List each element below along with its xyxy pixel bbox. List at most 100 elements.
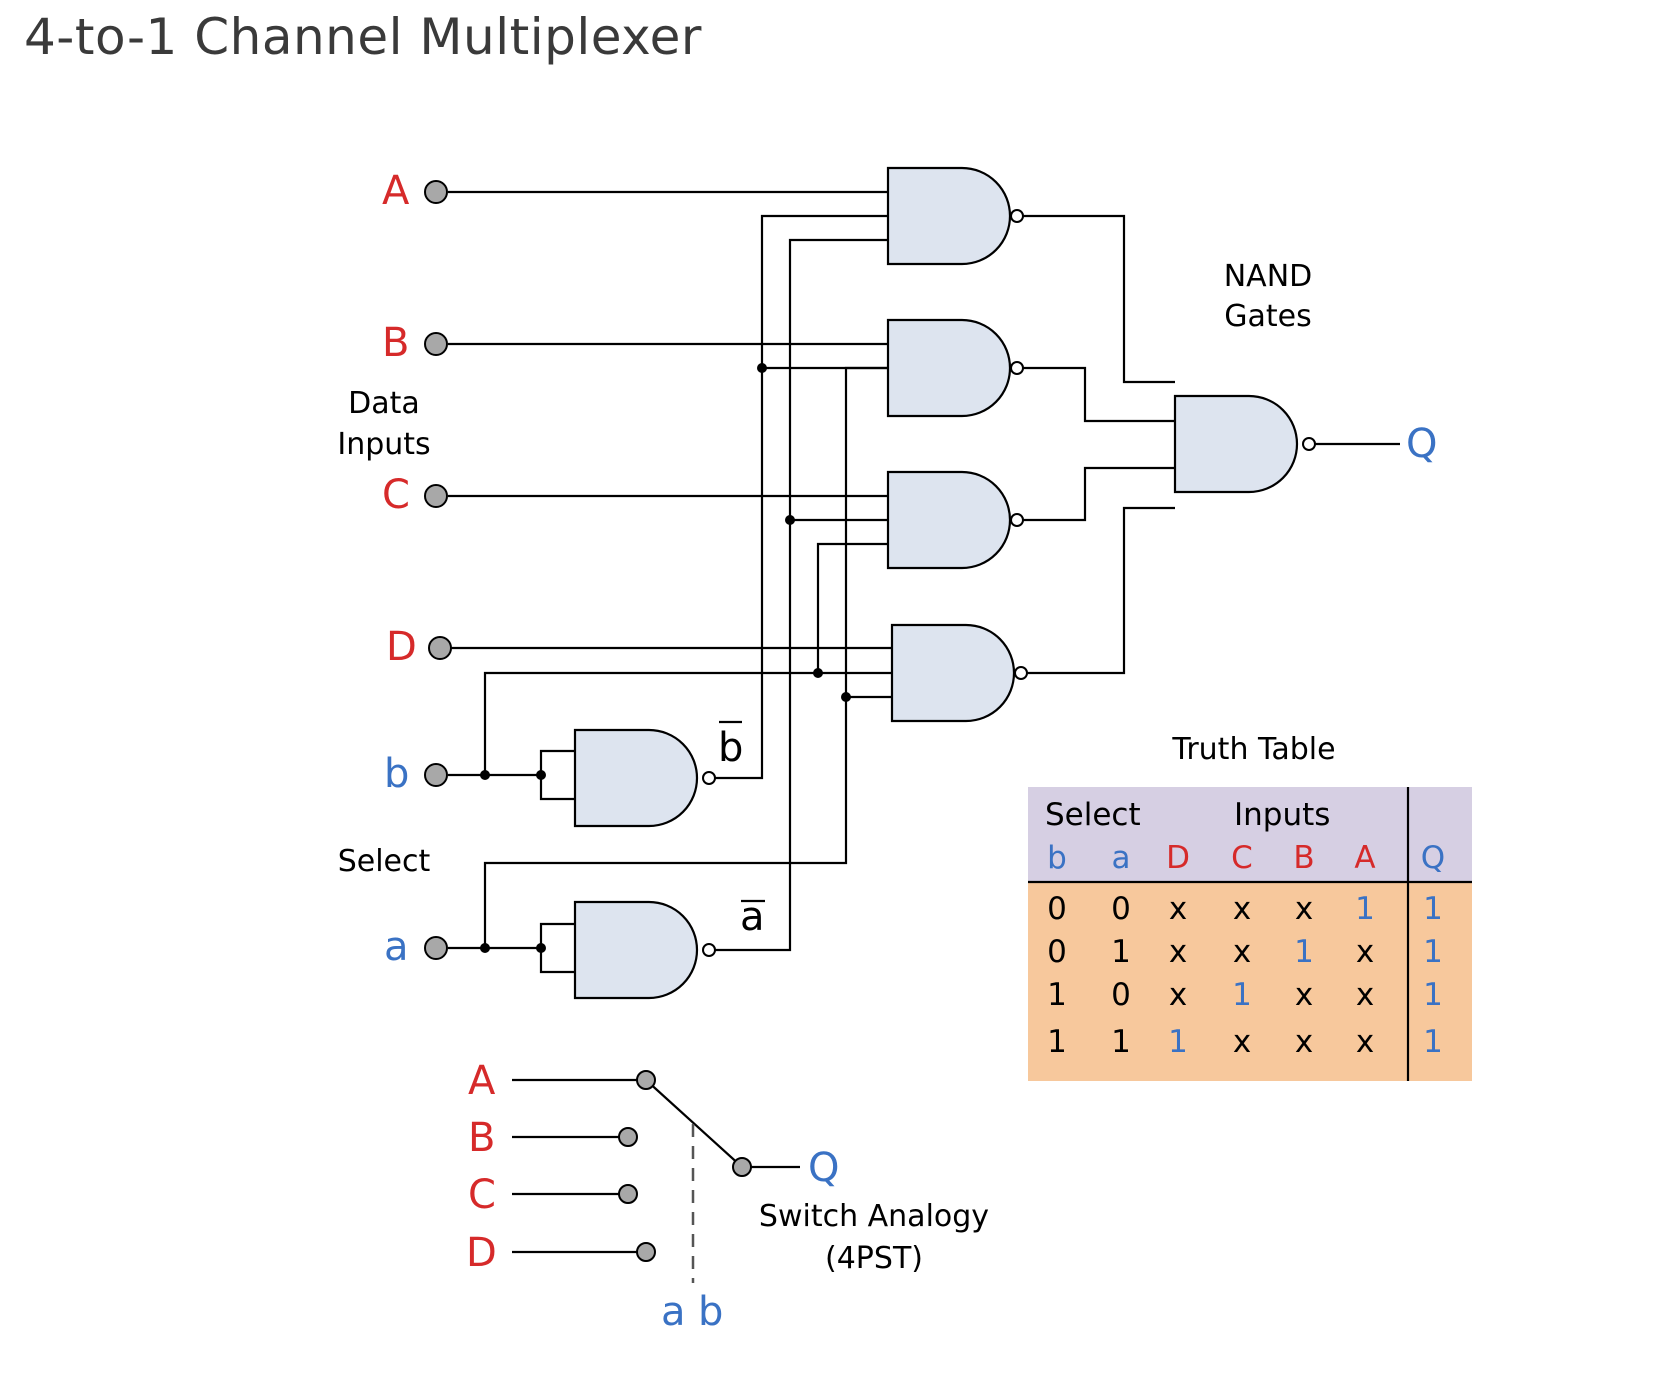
table-cell: 1 [1111,1024,1131,1060]
junctions [480,363,851,953]
wire-gate2-out [1023,366,1175,423]
table-cell: x [1295,977,1313,1013]
wires [448,190,1400,974]
table-row: 1 0 x 1 x x 1 [1047,977,1443,1013]
label-b-bar: b [718,720,743,771]
truth-table-col-b: b [1047,840,1067,876]
nand-gate-2 [886,318,1024,418]
switch-control-a: a [661,1289,686,1335]
label-nand-2: Gates [1224,299,1311,334]
table-cell: x [1295,891,1313,927]
switch-caption-2: (4PST) [825,1241,923,1276]
switch-contact-d [636,1242,656,1262]
switch-contact-a [636,1070,656,1090]
wire-gate3-out [1023,466,1175,522]
switch-contact-c [618,1184,638,1204]
label-input-d: D [386,624,417,670]
switch-label-b: B [468,1115,495,1161]
junction-dot [480,770,490,780]
junction-dot [757,363,767,373]
table-cell: 1 [1232,977,1252,1013]
nand-gate-4 [890,623,1028,723]
junction-dot [841,692,851,702]
wire-inverter-b-inputs [539,749,575,801]
switch-arm [645,1079,743,1168]
table-cell: 1 [1168,1024,1188,1060]
nand-inverter-b [573,728,716,828]
table-cell: x [1356,977,1374,1013]
table-cell: x [1356,1024,1374,1060]
switch-caption-1: Switch Analogy [759,1199,989,1234]
table-cell: 1 [1423,934,1443,970]
nand-gate-output [1173,394,1316,494]
terminal-select-a [424,936,448,960]
truth-table: Truth Table Select Inputs b a D C B A Q … [1028,732,1472,1081]
table-cell: 0 [1047,891,1067,927]
junction-dot [536,770,546,780]
wire-gate4-out [1027,506,1175,675]
switch-analogy: A B C D Q Switch Analogy (4PST) a b [466,1058,989,1335]
wire-b-bar [715,214,888,780]
truth-table-col-b-input: B [1293,840,1314,876]
junction-dot [785,515,795,525]
terminal-a-upper [424,180,448,204]
nand-gate-1 [886,166,1024,266]
table-cell: 1 [1047,977,1067,1013]
label-data-inputs-1: Data [348,386,420,421]
switch-label-c: C [468,1172,496,1218]
table-cell: x [1356,934,1374,970]
switch-label-a: A [468,1058,496,1104]
label-input-a: A [382,168,410,214]
table-cell: x [1169,891,1187,927]
wire-select-b-branch [483,671,892,775]
switch-contact-b [618,1127,638,1147]
truth-table-col-d: D [1166,840,1190,876]
table-cell: 1 [1047,1024,1067,1060]
terminal-select-b [424,763,448,787]
label-input-b: B [382,320,409,366]
table-cell: 1 [1355,891,1375,927]
table-cell: 1 [1423,1024,1443,1060]
label-output-q: Q [1406,421,1437,467]
wire-inverter-a-inputs [539,922,575,974]
wire-gate1-out [1023,214,1175,384]
junction-dot [813,668,823,678]
table-cell: 1 [1423,891,1443,927]
table-row: 0 0 x x x 1 1 [1047,891,1443,927]
label-data-inputs-2: Inputs [337,427,430,462]
label-nand-1: NAND [1224,259,1313,294]
label-a-bar: a [740,894,765,940]
table-cell: x [1233,1024,1251,1060]
truth-table-col-a-input: A [1354,840,1375,876]
table-cell: 1 [1294,934,1314,970]
table-cell: 0 [1111,891,1131,927]
switch-label-d: D [466,1230,497,1276]
truth-table-group-select: Select [1045,797,1141,833]
label-select-b: b [384,751,409,797]
truth-table-group-inputs: Inputs [1234,797,1330,833]
label-b-bar-text: b [718,725,743,771]
label-select-a: a [384,924,409,970]
switch-pivot [732,1157,752,1177]
junction-dot [480,943,490,953]
wire-a-bar [715,238,888,952]
table-cell: x [1233,934,1251,970]
switch-label-q: Q [808,1145,839,1191]
table-cell: x [1295,1024,1313,1060]
table-cell: 1 [1111,934,1131,970]
label-input-c: C [382,472,410,518]
wire-select-a-branch [483,366,888,948]
table-cell: x [1169,977,1187,1013]
terminal-d-upper [428,636,452,660]
table-cell: 1 [1423,977,1443,1013]
page-title: 4-to-1 Channel Multiplexer [24,8,702,66]
truth-table-col-q: Q [1421,840,1445,876]
truth-table-body-bg [1028,882,1472,1081]
table-cell: x [1169,934,1187,970]
switch-control-b: b [698,1289,723,1335]
input-terminals [424,180,452,960]
truth-table-title: Truth Table [1171,732,1335,767]
terminal-b-upper [424,332,448,356]
truth-table-header-bg [1028,787,1472,882]
label-select: Select [338,844,431,879]
